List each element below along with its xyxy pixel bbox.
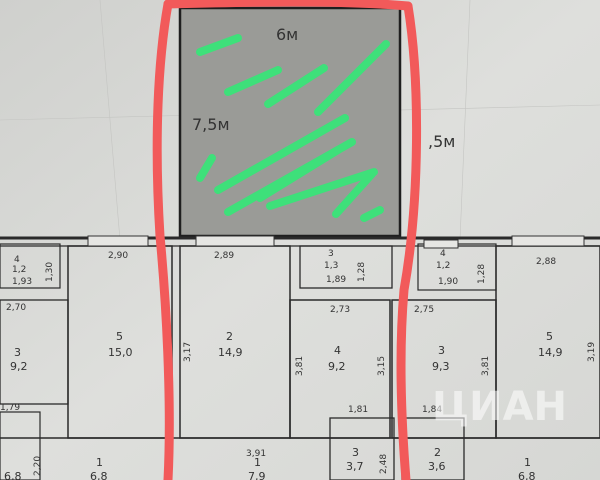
room-area: 3,7: [346, 460, 364, 473]
room-area: 15,0: [108, 346, 133, 359]
room-number: 1: [96, 456, 103, 469]
room-area: 1,3: [324, 261, 338, 271]
dimension: 2,89: [214, 251, 234, 261]
dimension-labels: 2,90 2,89 2,88 1,93 1,89 1,90 2,70 2,73 …: [0, 251, 597, 476]
dimension: 2,90: [108, 251, 128, 261]
room-area: 6,8: [90, 470, 108, 480]
dimension: 2,70: [6, 303, 26, 313]
room-labels: 4 1,2 3 9,2 5 15,0 2 14,9 3 1,3 4 9,2 3 …: [4, 249, 563, 480]
room-number: 5: [546, 330, 553, 343]
room-area: 9,2: [10, 360, 28, 373]
room-number: 3: [328, 249, 334, 259]
red-outline-right: [396, 1, 422, 480]
dimension: 2,75: [414, 305, 434, 315]
room-area: 3,6: [428, 460, 446, 473]
room-number: 2: [226, 330, 233, 343]
room-area: 9,2: [328, 360, 346, 373]
dimension: 1,28: [357, 262, 367, 282]
dimension: 2,48: [379, 454, 389, 474]
dimension: 1,93: [12, 277, 32, 287]
room-number: 4: [440, 249, 446, 259]
room-number: 2: [434, 446, 441, 459]
red-outline-left: [152, 0, 174, 480]
dimension: 3,15: [377, 356, 387, 376]
room-area: 6,8: [518, 470, 536, 480]
watermark: ЦИАН: [432, 384, 567, 430]
window-marks: [87, 235, 585, 249]
dimension: 2,20: [33, 456, 43, 476]
room-number: 3: [14, 346, 21, 359]
room-area: 14,9: [538, 346, 563, 359]
dimension: 2,88: [536, 257, 556, 267]
dimension: 1,30: [45, 262, 55, 282]
room-number: 1: [524, 456, 531, 469]
dimension: 1,90: [438, 277, 458, 287]
room-area: 6,8: [4, 470, 22, 480]
dimension: 1,81: [348, 405, 368, 415]
room-area: 7,9: [248, 470, 266, 480]
room-number: 5: [116, 330, 123, 343]
dimension: 3,19: [587, 342, 597, 362]
dimension: 3,81: [295, 356, 305, 376]
side-label: ,5м: [428, 132, 455, 151]
dimension: 3,17: [183, 342, 193, 362]
dimension: 1,28: [477, 264, 487, 284]
green-hatching: [196, 34, 390, 222]
room-number: 1: [254, 456, 261, 469]
dimension: 3,91: [246, 449, 266, 459]
room-number: 4: [14, 255, 20, 265]
room-number: 4: [334, 344, 341, 357]
room-number: 3: [352, 446, 359, 459]
width-label: 6м: [276, 25, 298, 44]
dimension: 1,84: [422, 405, 442, 415]
dimension: 1,79: [0, 403, 20, 413]
dimension: 2,73: [330, 305, 350, 315]
room-area: 14,9: [218, 346, 243, 359]
dimension: 3,81: [481, 356, 491, 376]
room-area: 9,3: [432, 360, 450, 373]
red-outline-top: [163, 0, 413, 11]
room-area: 1,2: [12, 265, 26, 275]
dimension: 1,89: [326, 275, 346, 285]
room-number: 3: [438, 344, 445, 357]
room-area: 1,2: [436, 261, 450, 271]
height-label: 7,5м: [192, 115, 230, 134]
